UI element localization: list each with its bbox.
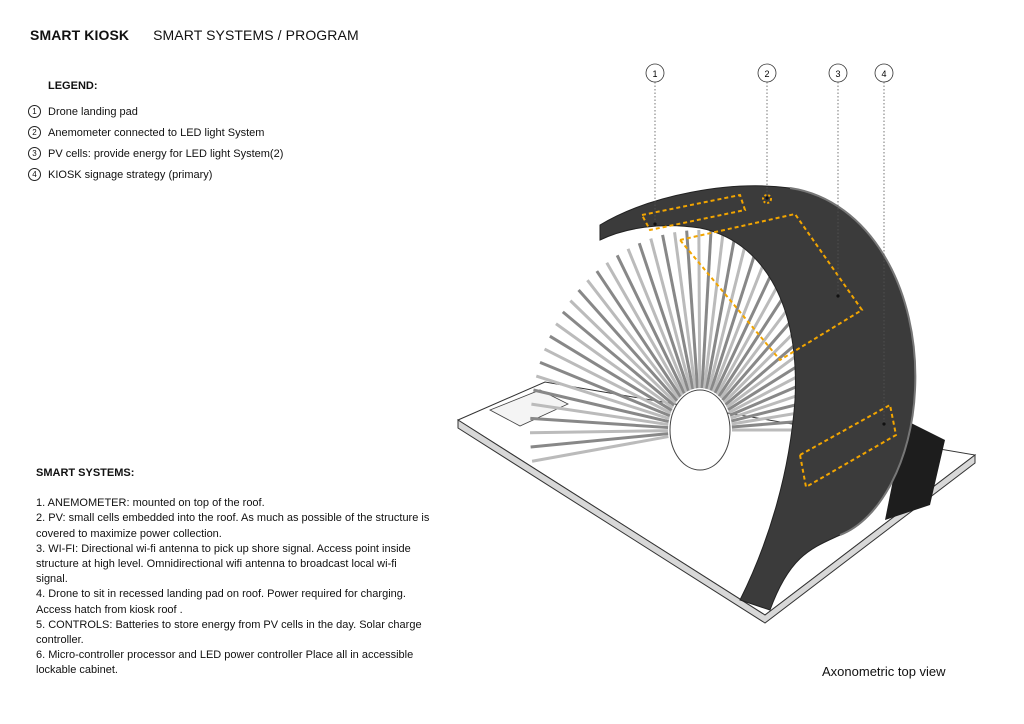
callout-4: 4 — [874, 63, 894, 83]
ring-rib — [530, 416, 669, 430]
zone-signage — [798, 403, 898, 489]
ring-rib — [685, 230, 699, 389]
leader-lines — [654, 82, 885, 424]
callout-3: 3 — [828, 63, 848, 83]
callout-1: 1 — [645, 63, 665, 83]
ring-rib — [586, 279, 680, 400]
smart-systems-section: SMART SYSTEMS: 1. ANEMOMETER: mounted on… — [36, 466, 431, 679]
legend-number: 3 — [28, 147, 41, 160]
zone-pv-cells — [678, 212, 864, 362]
legend-number: 4 — [28, 168, 41, 181]
ring-rib — [673, 232, 697, 389]
ring-rib — [711, 247, 772, 393]
smart-system-item: 3. WI-FI: Directional wi-fi antenna to p… — [36, 542, 411, 586]
page-header: SMART KIOSK SMART SYSTEMS / PROGRAM — [30, 27, 359, 43]
legend-item-pv-cells: 3 PV cells: provide energy for LED light… — [28, 143, 283, 164]
ring-rib — [555, 322, 674, 409]
callout-label: 2 — [764, 69, 769, 79]
ring-rib — [595, 270, 682, 398]
ring-rib — [531, 435, 669, 463]
legend-number: 1 — [28, 105, 41, 118]
callout-2: 2 — [757, 63, 777, 83]
callout-label: 1 — [652, 69, 657, 79]
ring-rib — [543, 347, 672, 415]
zone-anemometer — [762, 194, 772, 204]
ring-rib — [533, 388, 669, 424]
ring-rib — [549, 334, 673, 412]
legend-number: 2 — [28, 126, 41, 139]
callout-label: 3 — [835, 69, 840, 79]
legend: LEGEND: 1 Drone landing pad 2 Anemometer… — [28, 80, 283, 185]
ring-rib — [561, 310, 676, 407]
kiosk-shell-rim — [789, 187, 917, 536]
ring-rib — [709, 241, 760, 392]
zone-drone-pad — [640, 193, 747, 232]
ring-rib — [649, 238, 693, 391]
smart-system-item: 6. Micro-controller processor and LED po… — [36, 649, 414, 677]
ring-rib — [626, 248, 688, 393]
ring-rib — [637, 242, 690, 392]
legend-item-anemometer: 2 Anemometer connected to LED light Syst… — [28, 122, 283, 143]
legend-label: KIOSK signage strategy (primary) — [48, 168, 213, 181]
legend-label: Drone landing pad — [48, 105, 138, 118]
ring-rib — [615, 254, 686, 394]
ring-inner-hole — [669, 389, 731, 471]
ring-rib — [605, 262, 684, 396]
view-caption: Axonometric top view — [822, 664, 946, 679]
platform-hatch — [489, 389, 569, 427]
legend-heading: LEGEND: — [48, 80, 98, 92]
legend-item-signage: 4 KIOSK signage strategy (primary) — [28, 164, 283, 185]
smart-system-item: 2. PV: small cells embedded into the roo… — [36, 512, 430, 540]
ring-rib — [697, 229, 702, 389]
ring-rib — [577, 289, 679, 402]
smart-system-item: 5. CONTROLS: Batteries to store energy f… — [36, 618, 422, 647]
ring-rib — [539, 360, 671, 418]
callout-label: 4 — [881, 69, 886, 79]
legend-label: Anemometer connected to LED light System — [48, 126, 265, 139]
ring-rib — [702, 231, 725, 389]
smart-systems-heading: SMART SYSTEMS: — [36, 467, 135, 479]
smart-system-item: 4. Drone to sit in recessed landing pad … — [36, 588, 406, 616]
ring-rib — [569, 299, 677, 404]
page-subtitle: SMART SYSTEMS / PROGRAM — [153, 27, 359, 43]
leader-endpoints — [653, 196, 886, 426]
legend-label: PV cells: provide energy for LED light S… — [48, 147, 284, 160]
ring-rib — [661, 234, 695, 390]
ring-rib — [705, 234, 737, 390]
smart-system-item: 1. ANEMOMETER: mounted on top of the roo… — [36, 497, 265, 510]
ring-rib — [529, 429, 669, 435]
base-platform-edge — [457, 419, 976, 624]
legend-item-drone-pad: 1 Drone landing pad — [28, 101, 283, 122]
ring-rib — [530, 432, 669, 449]
page-title: SMART KIOSK — [30, 27, 130, 43]
ring-rib — [531, 402, 669, 427]
ring-rib — [535, 374, 670, 421]
ring-rib — [700, 230, 713, 389]
ring-rib — [707, 237, 749, 391]
